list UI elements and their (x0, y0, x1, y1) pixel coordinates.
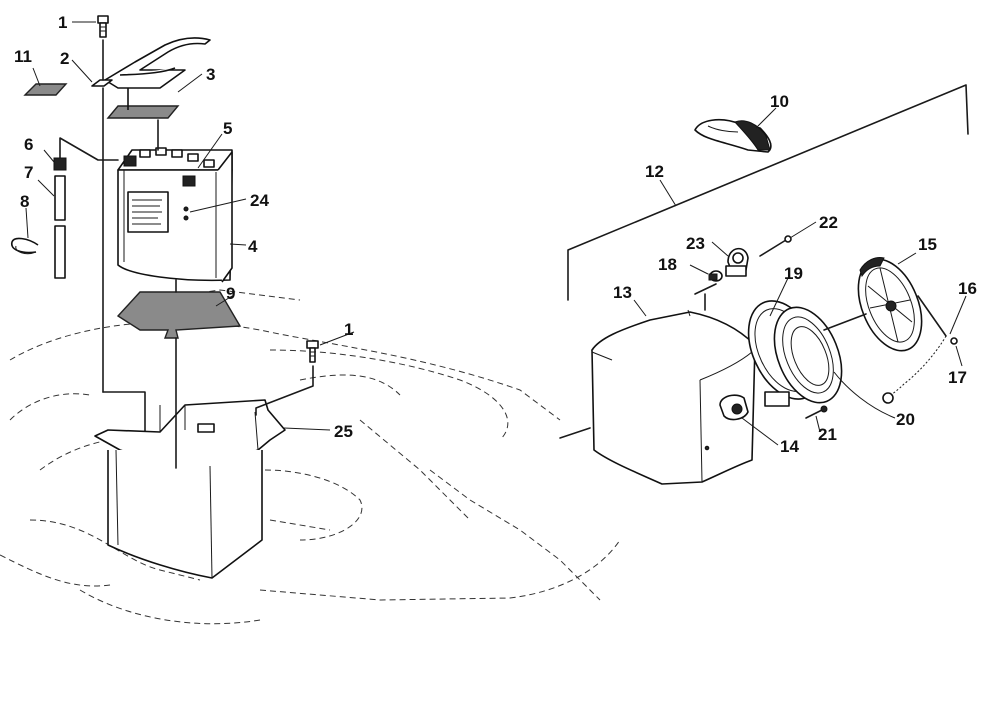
callout-3: 3 (206, 65, 215, 84)
callout-10: 10 (770, 92, 789, 111)
hold-down-pad (23, 83, 68, 96)
callout-5: 5 (223, 119, 232, 138)
callout-15: 15 (918, 235, 937, 254)
callout-14: 14 (780, 437, 799, 456)
tool-kit-bag (694, 118, 772, 153)
tube-clamp (11, 237, 39, 255)
latch-knob (719, 394, 749, 421)
vent-tube (54, 175, 66, 279)
callout-1-lower: 1 (344, 320, 353, 339)
mounting-ring (764, 306, 843, 407)
callout-22: 22 (819, 213, 838, 232)
callout-9: 9 (226, 284, 235, 303)
vehicle-body-outline (0, 289, 621, 625)
cover-axis-line (823, 313, 867, 331)
callout-16: 16 (958, 279, 977, 298)
tool-kit-bracket-line (567, 84, 969, 301)
hose-clamp (725, 247, 749, 277)
callout-11: 11 (14, 47, 32, 66)
callout-25: 25 (334, 422, 353, 441)
box-bolt (306, 340, 319, 363)
callout-8: 8 (20, 192, 29, 211)
callout-18: 18 (658, 255, 677, 274)
battery-box (94, 399, 286, 579)
battery-strap (104, 37, 211, 119)
strap-washer (91, 79, 113, 87)
battery-pad (116, 291, 242, 339)
callout-6: 6 (24, 135, 33, 154)
callout-17: 17 (948, 368, 967, 387)
tether-cord (882, 335, 958, 404)
push-rivet (708, 270, 723, 282)
pin (759, 235, 792, 257)
strap-bolt (97, 15, 109, 38)
callout-4: 4 (248, 237, 258, 256)
battery (117, 149, 233, 283)
leader-lines (25, 21, 967, 446)
callout-13: 13 (613, 283, 632, 302)
callout-23: 23 (686, 234, 705, 253)
callout-1-top: 1 (58, 13, 67, 32)
callout-20: 20 (896, 410, 915, 429)
callout-2: 2 (60, 49, 69, 68)
battery-terminals (123, 147, 215, 187)
screw (805, 405, 828, 419)
access-cover (857, 257, 923, 352)
callout-12: 12 (645, 162, 664, 181)
callout-21: 21 (818, 425, 837, 444)
vent-elbow (53, 157, 67, 171)
callout-19: 19 (784, 264, 803, 283)
callout-labels: 1 2 3 4 5 6 7 8 9 10 11 12 13 14 15 16 1… (14, 13, 977, 456)
callout-7: 7 (24, 163, 33, 182)
callout-24: 24 (250, 191, 269, 210)
